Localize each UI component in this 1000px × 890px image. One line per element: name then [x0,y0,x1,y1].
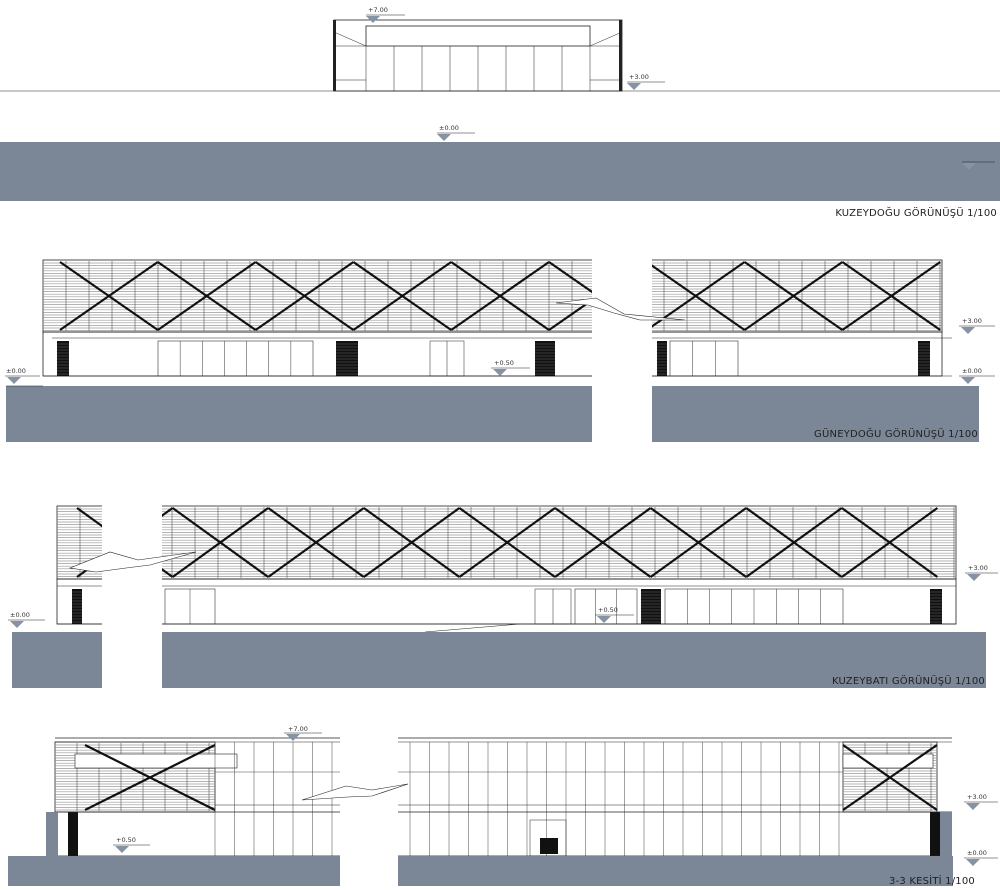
brace [841,261,941,331]
brace [267,507,365,578]
level-label: +0.50 [494,359,514,367]
ground-slab [6,386,592,442]
break-gap [592,255,652,445]
level-marker-icon [286,734,300,741]
ground-floor-glazing [57,340,930,377]
level-marker-icon [10,621,24,628]
drawing-title: KUZEYBATI GÖRÜNÜŞÜ 1/100 [832,674,985,687]
column-shadow [68,812,78,856]
cross-bracing [59,261,941,331]
level-label: ±0.00 [6,367,26,375]
break-line [301,783,409,801]
break-gap [102,472,162,700]
level-marker-icon [961,377,975,384]
brace [649,507,747,578]
brace [450,261,550,331]
level-marker-icon [115,846,129,853]
column-shadow [657,341,667,376]
level-marker-icon [627,83,641,90]
brace [842,744,938,811]
brace [743,261,844,331]
break-line [68,551,197,573]
brace [458,507,556,578]
louver-cladding [42,261,942,331]
drawing-kesit-3-3: +7.00 +0.50 +3.00 ±0.00 3-3 KESİTİ 1/100 [8,720,998,890]
section-ground [398,856,953,886]
cross-bracing [84,744,938,811]
ground-slab [12,632,986,688]
level-marker-icon [966,859,980,866]
break-line [555,297,686,321]
brace [59,261,159,331]
brace [363,507,461,578]
level-marker-icon [7,377,21,384]
column-shadow [72,589,82,624]
level-label: ±0.00 [439,124,459,132]
section-wall [940,812,952,856]
louver-cladding [54,743,215,811]
level-marker-icon [437,134,451,141]
brace [841,507,939,578]
break-gap [340,720,398,890]
drawing-kuzeybati: ±0.00 +0.50 +3.00 KUZEYBATI GÖRÜNÜŞÜ 1/1… [8,472,998,700]
level-label: +3.00 [962,317,982,325]
level-marker-icon [966,803,980,810]
opening [74,753,238,769]
window-frame [669,340,739,377]
brace [745,507,843,578]
level-label: +7.00 [368,6,388,14]
louver-cladding [56,507,956,578]
level-label: +3.00 [629,73,649,81]
stair-icon [540,838,558,854]
level-marker-icon [962,163,976,170]
level-label: ±0.00 [10,611,30,619]
level-label: ±0.00 [967,849,987,857]
level-label: +3.00 [968,564,988,572]
section-ground [8,812,340,886]
level-marker-icon [967,574,981,581]
column-shadow [930,812,940,856]
drawing-guneydogu: ±0.00 +0.50 +3.00 ±0.00 GÜNEYDOĞU GÖRÜNÜ… [5,255,995,445]
brace [554,507,652,578]
window-frame [574,588,638,625]
level-marker-icon [493,369,507,376]
drawing-title: GÜNEYDOĞU GÖRÜNÜŞÜ 1/100 [814,427,978,440]
brace [171,507,269,578]
brace [352,261,452,331]
level-marker-icon [961,327,975,334]
drawing-title: 3-3 KESİTİ 1/100 [889,874,975,887]
level-label: +0.50 [116,836,136,844]
ground-slab [652,386,979,442]
ground-slab [0,142,1000,201]
window-frame [157,340,314,377]
cross-bracing [76,507,939,578]
brace [254,261,355,331]
level-label: +7.00 [288,725,308,733]
building-elevation [333,19,623,92]
level-marker-icon [366,16,380,23]
level-label: ±0.00 [962,367,982,375]
brace [84,744,216,811]
level-marker-icon [597,616,611,623]
drawing-title: KUZEYDOĞU GÖRÜNÜŞÜ 1/100 [835,206,997,219]
brace [157,261,257,331]
level-label: +0.50 [598,606,618,614]
drawing-kuzeydogu: +7.00 +3.00 ±0.00 KUZEYDOĞU GÖRÜNÜŞÜ 1/1… [0,6,1000,219]
level-label: +3.00 [967,793,987,801]
ground-floor-glazing [72,588,942,625]
